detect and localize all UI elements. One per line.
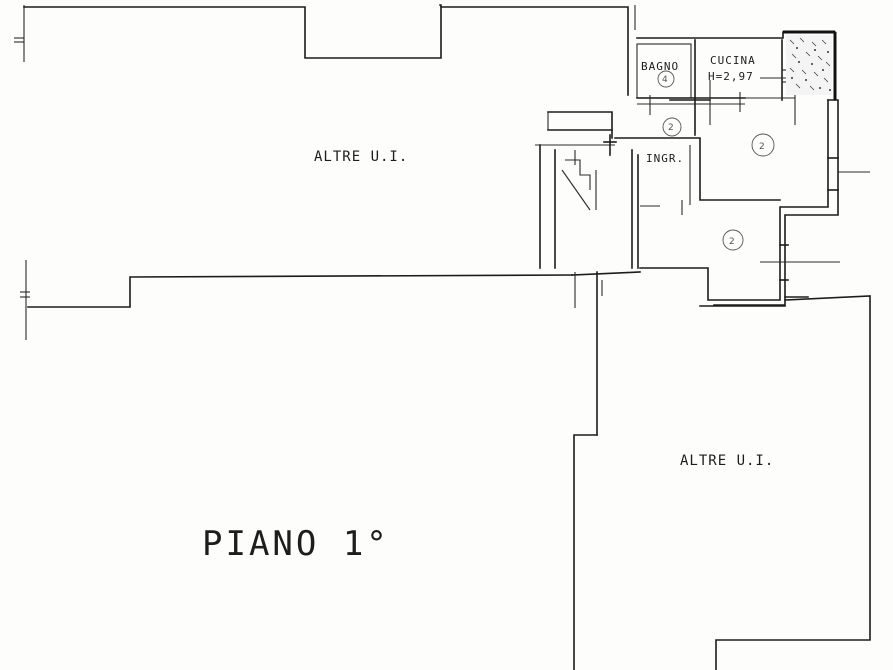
room-marker-corridor: 2 xyxy=(662,117,682,137)
room-marker-living: 2 xyxy=(751,133,775,157)
other-units-bottom-label: ALTRE U.I. xyxy=(680,453,774,469)
kitchen-label: CUCINA xyxy=(710,54,756,67)
entrance-label: INGR. xyxy=(646,152,684,165)
left-edge-ticks xyxy=(14,5,30,340)
hatched-area xyxy=(786,35,832,95)
apartment-walls xyxy=(535,30,870,307)
room-marker-text: 2 xyxy=(729,237,735,247)
room-marker-text: 4 xyxy=(662,75,668,85)
kitchen-height-label: H=2,97 xyxy=(708,70,754,83)
room-marker-bathroom: 4 xyxy=(657,70,675,88)
room-marker-text: 2 xyxy=(668,123,674,133)
lower-units-boundary xyxy=(573,271,871,670)
floor-label: PIANO 1° xyxy=(202,524,390,564)
room-marker-text: 2 xyxy=(759,142,765,152)
bathroom-label: BAGNO xyxy=(641,60,679,73)
middle-boundary xyxy=(27,271,641,308)
other-units-top-label: ALTRE U.I. xyxy=(314,149,408,165)
room-marker-bedroom: 2 xyxy=(722,229,744,251)
upper-units-boundary xyxy=(23,4,636,96)
